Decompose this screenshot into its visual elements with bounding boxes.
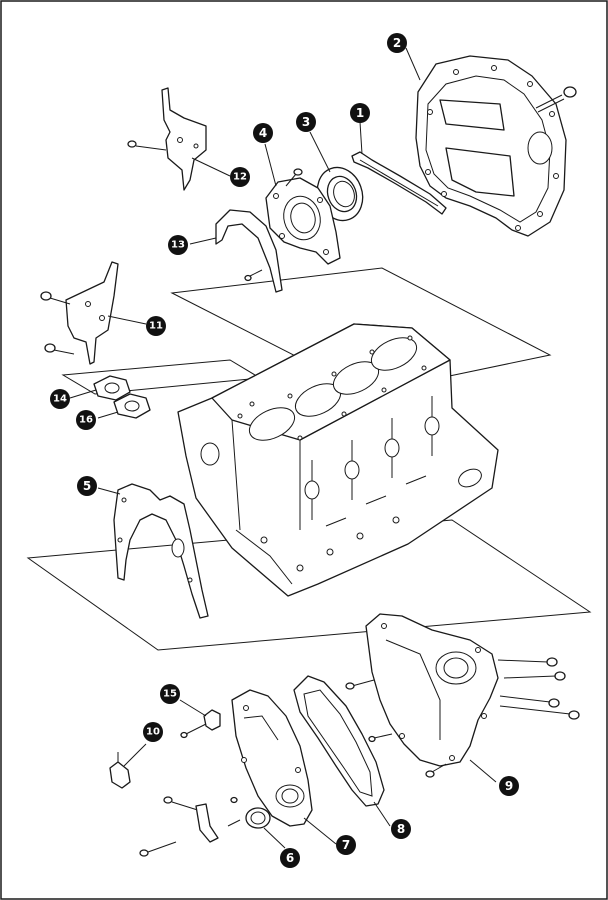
callout-3: 3: [296, 112, 316, 132]
upper-bracket-leader: [191, 157, 231, 177]
callout-2-label: 2: [393, 36, 401, 50]
callout-7: 7: [336, 835, 356, 855]
callout-5: 5: [77, 476, 97, 496]
front-case-bolts: [345, 657, 580, 778]
cylinder-block: [177, 323, 499, 597]
callout-10: 10: [143, 722, 163, 742]
rear-plate-leader: [405, 47, 421, 81]
side-bracket-bolt-upper: [40, 291, 71, 305]
callout-13: 13: [168, 235, 188, 255]
callout-13-label: 13: [171, 240, 185, 251]
side-bracket-leader: [107, 315, 147, 325]
cover-clip-leader: [179, 699, 207, 717]
callout-1: 1: [350, 103, 370, 123]
callout-7-label: 7: [342, 838, 350, 852]
callout-15: 15: [160, 684, 180, 704]
front-case-gasket: [293, 675, 385, 807]
callout-16-label: 16: [79, 415, 93, 426]
side-bracket: [65, 261, 119, 365]
sensor-bracket: [109, 752, 131, 789]
callout-11: 11: [146, 316, 166, 336]
housing-gasket-leader: [189, 237, 217, 245]
callout-9: 9: [499, 776, 519, 796]
front-case-gasket-leader: [373, 801, 391, 827]
front-case-leader: [469, 759, 497, 783]
callout-16: 16: [76, 410, 96, 430]
callout-11-label: 11: [149, 321, 163, 332]
callout-10-label: 10: [146, 727, 160, 738]
callout-14-label: 14: [53, 394, 67, 405]
small-gasket-16: [113, 393, 151, 419]
callout-8: 8: [391, 819, 411, 839]
callout-3-label: 3: [302, 115, 310, 129]
side-bracket-bolt-lower: [44, 343, 75, 355]
seal-housing-bolt: [285, 168, 303, 187]
upper-bracket-bolt: [127, 140, 167, 151]
cover-clip: [180, 709, 221, 739]
callout-9-label: 9: [505, 779, 513, 793]
rear-plate: [415, 55, 567, 237]
upper-bracket: [161, 87, 207, 191]
seal-housing-gasket: [215, 209, 283, 293]
front-case: [365, 613, 499, 767]
callout-4-label: 4: [259, 126, 267, 140]
small-gasket-16-leader: [97, 411, 119, 419]
timing-cover-leader: [303, 817, 337, 845]
housing-dowel-bolt: [244, 269, 263, 282]
callout-2: 2: [387, 33, 407, 53]
rear-plate-bolt: [535, 86, 577, 113]
callout-6: 6: [280, 848, 300, 868]
rear-strip-gasket: [351, 151, 447, 215]
callout-15-label: 15: [163, 689, 177, 700]
oil-seal-leader: [309, 131, 331, 173]
sensor-bracket-leader: [123, 743, 147, 767]
callout-14: 14: [50, 389, 70, 409]
timing-cover: [231, 689, 313, 827]
callout-6-label: 6: [286, 851, 294, 865]
callout-5-label: 5: [83, 479, 91, 493]
small-gasket-14: [93, 375, 131, 401]
callout-12-label: 12: [233, 172, 247, 183]
small-gasket-14-leader: [69, 389, 97, 399]
seal-housing: [265, 177, 341, 265]
front-block-gasket: [113, 483, 209, 619]
seal-housing-leader: [264, 143, 277, 187]
front-block-gasket-leader: [97, 487, 121, 495]
strip-gasket-leader: [359, 121, 363, 155]
front-oil-seal-leader: [263, 827, 286, 849]
callout-8-label: 8: [397, 822, 405, 836]
callout-4: 4: [253, 123, 273, 143]
callout-1-label: 1: [356, 106, 364, 120]
front-oil-seal: [245, 807, 271, 829]
lower-cover-fasteners: [139, 796, 241, 857]
callout-12: 12: [230, 167, 250, 187]
